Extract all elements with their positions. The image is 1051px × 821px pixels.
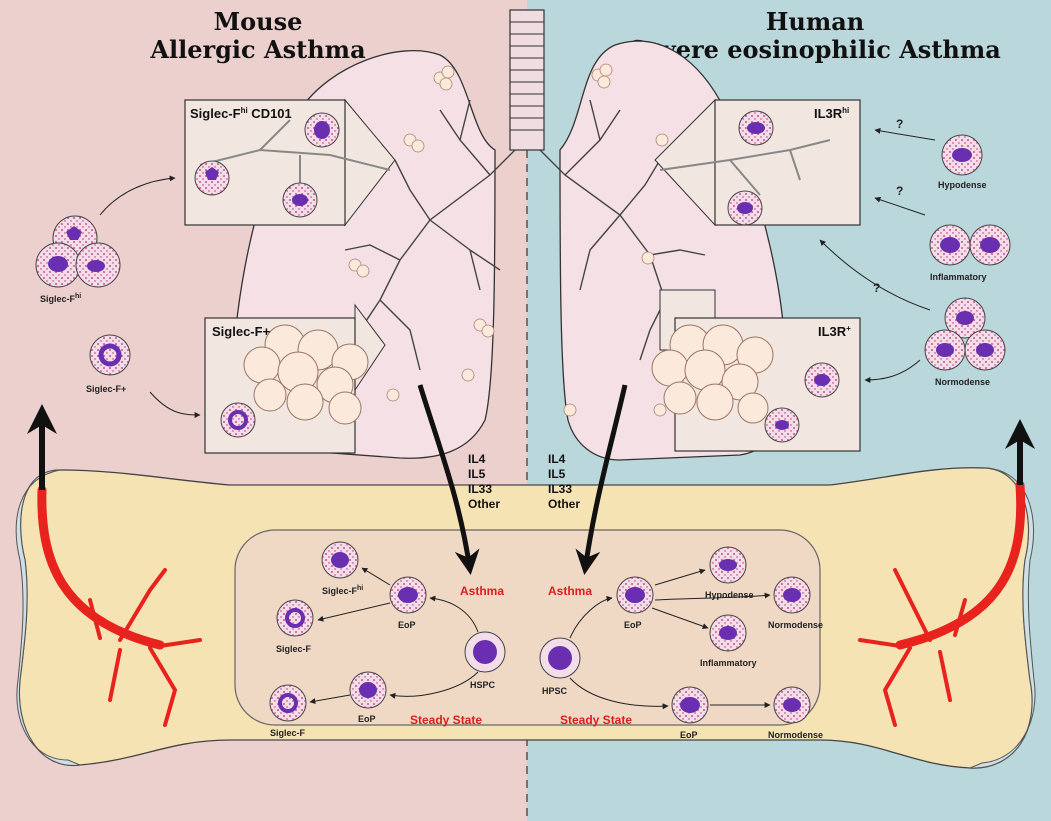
svg-text:IL4: IL4 bbox=[468, 452, 486, 466]
human-marrow-normodense-cell-1 bbox=[774, 577, 810, 613]
human-marrow-asthma-label: Asthma bbox=[548, 584, 592, 598]
mouse-marrow-siglec-f-label-2: Siglec-F bbox=[270, 728, 306, 738]
human-marrow-inflammatory-label: Inflammatory bbox=[700, 658, 757, 668]
human-marrow-normodense-label-2: Normodense bbox=[768, 730, 823, 740]
mouse-marrow-eop-asthma-cell bbox=[390, 577, 426, 613]
mouse-title-line2: Allergic Asthma bbox=[149, 35, 365, 64]
mouse-lung-box-bottom-cell bbox=[221, 403, 255, 437]
mouse-marrow-asthma-label: Asthma bbox=[460, 584, 504, 598]
mouse-marrow-siglec-f-cell-1 bbox=[277, 600, 313, 636]
question-mark-3: ? bbox=[873, 281, 880, 295]
human-marrow-hpsc-label: HPSC bbox=[542, 686, 568, 696]
human-marrow-hypodense-cell bbox=[710, 547, 746, 583]
mouse-blood-siglec-plus-label: Siglec-F+ bbox=[86, 384, 126, 394]
svg-text:Other: Other bbox=[468, 497, 500, 511]
human-marrow-hpsc-cell bbox=[540, 638, 580, 678]
svg-text:IL33: IL33 bbox=[548, 482, 572, 496]
mouse-marrow-steady-label: Steady State bbox=[410, 713, 482, 727]
human-marrow-eop-steady-label: EoP bbox=[680, 730, 698, 740]
svg-text:IL5: IL5 bbox=[468, 467, 486, 481]
human-marrow-eop-steady-cell bbox=[672, 687, 708, 723]
human-marrow-normodense-label-1: Normodense bbox=[768, 620, 823, 630]
mouse-marrow-hspc-label: HSPC bbox=[470, 680, 496, 690]
human-marrow-hypodense-label: Hypodense bbox=[705, 590, 754, 600]
human-marrow-normodense-cell-2 bbox=[774, 687, 810, 723]
mouse-marrow-siglec-hi-cell bbox=[322, 542, 358, 578]
human-marrow-eop-asthma-label: EoP bbox=[624, 620, 642, 630]
human-blood-normodense-label: Normodense bbox=[935, 377, 990, 387]
svg-text:IL4: IL4 bbox=[548, 452, 566, 466]
human-marrow-steady-label: Steady State bbox=[560, 713, 632, 727]
mouse-marrow-eop-asthma-label: EoP bbox=[398, 620, 416, 630]
mouse-marrow-hspc-cell bbox=[465, 632, 505, 672]
human-blood-hypodense-cell bbox=[942, 135, 982, 175]
mouse-marrow-siglec-f-label-1: Siglec-F bbox=[276, 644, 312, 654]
question-mark-2: ? bbox=[896, 184, 903, 198]
mouse-marrow-siglec-f-cell-2 bbox=[270, 685, 306, 721]
trachea bbox=[510, 10, 544, 150]
human-marrow-eop-asthma-cell bbox=[617, 577, 653, 613]
mouse-marrow-eop-steady-label: EoP bbox=[358, 714, 376, 724]
question-mark-1: ? bbox=[896, 117, 903, 131]
mouse-blood-siglec-plus-cell bbox=[90, 335, 130, 375]
svg-text:IL5: IL5 bbox=[548, 467, 566, 481]
human-blood-inflammatory-label: Inflammatory bbox=[930, 272, 987, 282]
human-title-line1: Human bbox=[766, 7, 865, 36]
mouse-marrow-eop-steady-cell bbox=[350, 672, 386, 708]
svg-text:Other: Other bbox=[548, 497, 580, 511]
human-marrow-inflammatory-cell bbox=[710, 615, 746, 651]
svg-text:IL33: IL33 bbox=[468, 482, 492, 496]
human-blood-hypodense-label: Hypodense bbox=[938, 180, 987, 190]
mouse-title-line1: Mouse bbox=[214, 7, 303, 36]
mouse-lung-box-bottom-label: Siglec-F+ bbox=[212, 324, 271, 339]
